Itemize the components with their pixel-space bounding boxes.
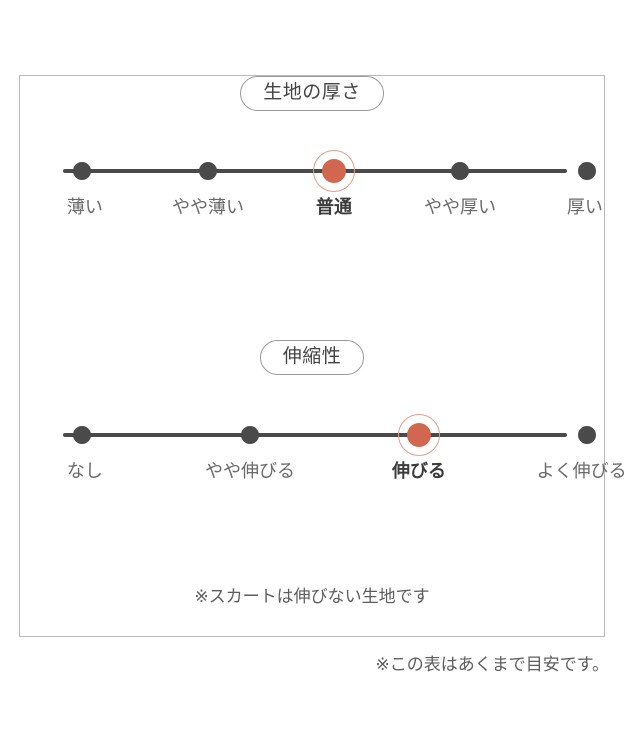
tick-dot (578, 162, 596, 180)
scale-thickness-label-5: 厚い (566, 197, 603, 217)
scale-stretch-label-2: やや伸びる (205, 461, 295, 481)
scale-stretch-labels: なし やや伸びる 伸びる よく伸びる (20, 461, 625, 492)
scale-stretch-title-wrap: 伸縮性 (20, 340, 604, 380)
tick-dot-selected (407, 423, 431, 447)
scale-thickness-label-2: やや薄い (172, 197, 244, 217)
halo-ring (313, 150, 355, 192)
scale-thickness-label-4: やや厚い (424, 197, 496, 217)
tick-dot-selected (322, 159, 346, 183)
scale-stretch-axis (20, 406, 604, 462)
scale-stretch-label-3-selected: 伸びる (392, 461, 446, 481)
scale-stretch-label-4: よく伸びる (536, 461, 625, 481)
scale-thickness-label-1: 薄い (66, 197, 103, 217)
fabric-spec-panel: 生地の厚さ (19, 75, 625, 637)
footnote-disclaimer: ※この表はあくまで目安です。 (375, 655, 609, 674)
scale-thickness-labels: 薄い やや薄い 普通 やや厚い 厚い (20, 198, 604, 228)
scale-thickness-title: 生地の厚さ (240, 76, 384, 111)
tick-dot (578, 426, 596, 444)
scale-thickness-label-3-selected: 普通 (316, 197, 352, 217)
tick-dot (73, 162, 91, 180)
scale-stretch-label-1: なし (66, 461, 103, 481)
tick-dot (73, 426, 91, 444)
tick-dot (451, 162, 469, 180)
scale-stretch: 伸縮性 なし やや伸びる 伸びる よ (20, 340, 625, 492)
tick-dot (199, 162, 217, 180)
footnote-skirt-note: ※スカートは伸びない生地です (194, 587, 430, 606)
tick-dot (241, 426, 259, 444)
halo-ring (398, 414, 440, 456)
scale-thickness: 生地の厚さ (20, 76, 604, 228)
scale-stretch-title: 伸縮性 (259, 340, 365, 375)
scale-thickness-title-wrap: 生地の厚さ (20, 76, 604, 116)
scale-thickness-axis (20, 142, 604, 198)
scale-stretch-axis-line (63, 433, 567, 437)
